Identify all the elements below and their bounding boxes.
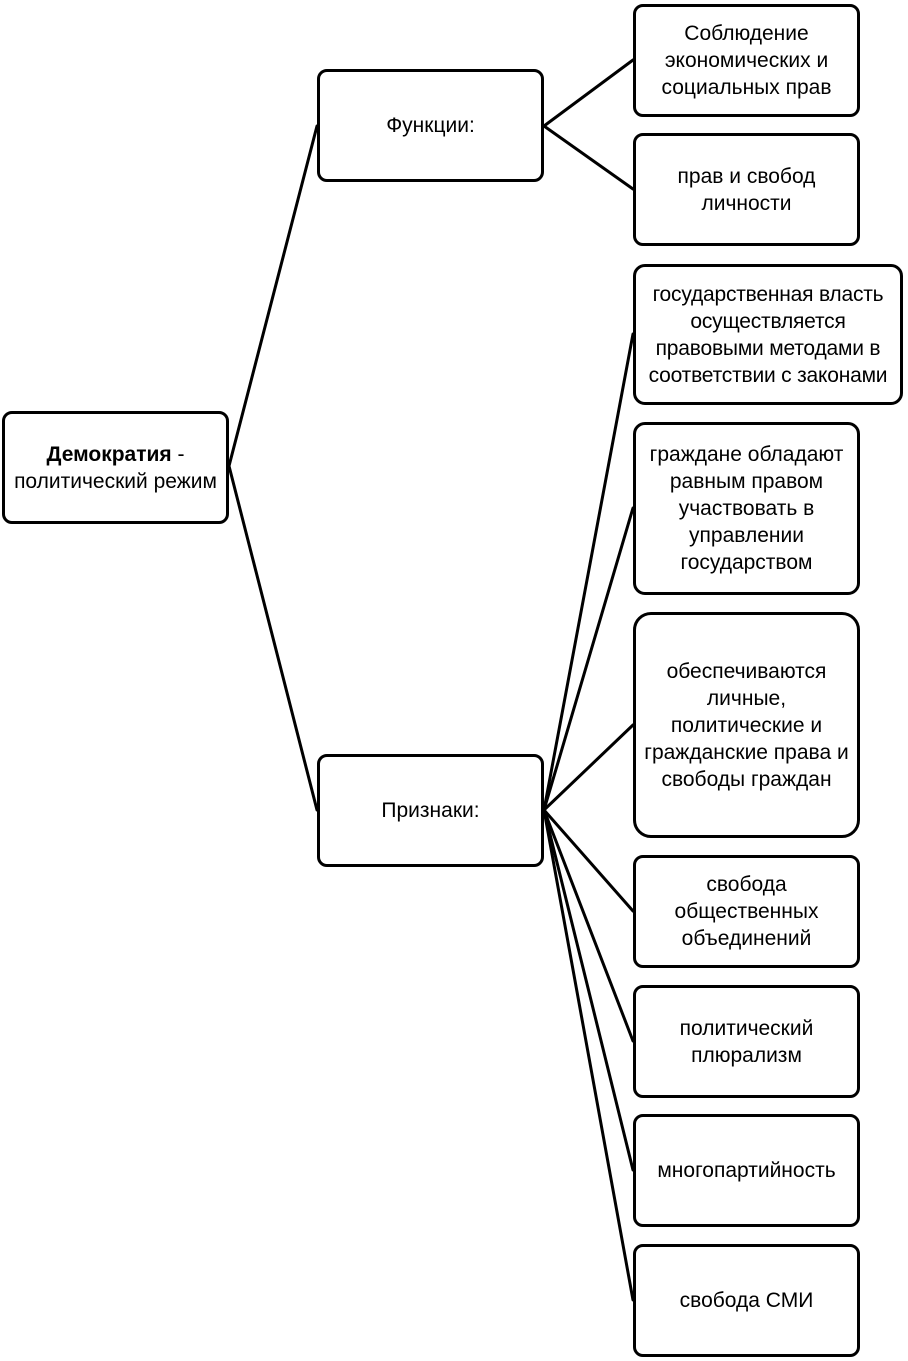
sign-item-5-label: политический плюрализм <box>679 1016 814 1067</box>
function-item-2-label: прав и свобод личности <box>677 164 816 215</box>
connector-functions-item-1 <box>542 58 635 128</box>
functions-node: Функции: <box>317 69 544 182</box>
sign-item-3: обеспечиваются личные, политические и гр… <box>633 612 860 838</box>
sign-item-5: политический плюрализм <box>633 985 860 1098</box>
sign-item-2-label: граждане обладают равным правом участвов… <box>649 443 844 574</box>
sign-item-3-label: обеспечиваются личные, политические и гр… <box>644 659 849 791</box>
signs-node: Признаки: <box>317 754 544 867</box>
connector-signs-item-3 <box>542 723 635 812</box>
root-title-bold: Демократия <box>46 442 172 466</box>
connector-signs-item-6 <box>542 808 635 1172</box>
function-item-1: Соблюдение экономических и социальных пр… <box>633 4 860 117</box>
sign-item-4-label: свобода общественных объединений <box>674 873 819 950</box>
sign-item-1: государственная власть осуществляется пр… <box>633 264 903 405</box>
sign-item-7-label: свобода СМИ <box>679 1289 814 1312</box>
connector-root-functions <box>227 124 319 468</box>
connector-signs-item-1 <box>542 332 635 812</box>
root-title-rest: - политический режим <box>14 442 217 493</box>
sign-item-7: свобода СМИ <box>633 1244 860 1357</box>
connector-signs-item-4 <box>542 808 635 913</box>
sign-item-4: свобода общественных объединений <box>633 855 860 968</box>
function-item-1-label: Соблюдение экономических и социальных пр… <box>661 22 832 99</box>
sign-item-6: многопартийность <box>633 1114 860 1227</box>
connector-signs-item-5 <box>542 808 635 1043</box>
sign-item-2: граждане обладают равным правом участвов… <box>633 422 860 595</box>
connector-signs-item-7 <box>542 808 635 1302</box>
signs-label: Признаки: <box>381 799 480 822</box>
connector-functions-item-2 <box>542 124 635 191</box>
connector-signs-item-2 <box>542 506 635 812</box>
sign-item-6-label: многопартийность <box>657 1159 836 1182</box>
function-item-2: прав и свобод личности <box>633 133 860 246</box>
root-node-democracy: Демократия - политический режим <box>2 411 229 524</box>
connector-root-signs <box>227 464 319 812</box>
functions-label: Функции: <box>386 114 475 137</box>
root-node-label: Демократия - политический режим <box>9 441 222 495</box>
sign-item-1-label: государственная власть осуществляется пр… <box>648 282 888 387</box>
